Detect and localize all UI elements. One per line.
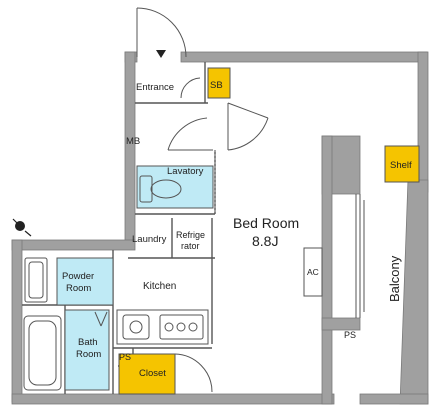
kitchen-counter: [116, 309, 209, 345]
ps-right-label: PS: [344, 330, 356, 340]
bath-divider: [94, 311, 108, 327]
bedroom-name-label: Bed Room: [233, 215, 299, 231]
storage-areas: [118, 67, 420, 395]
bath-room-label-2: Room: [76, 349, 101, 360]
lavatory-label: Lavatory: [167, 166, 204, 177]
closet-label: Closet: [139, 368, 166, 379]
balcony-window: [355, 194, 365, 318]
balcony-label: Balcony: [387, 255, 402, 302]
powder-room-label-2: Room: [66, 283, 91, 294]
mb-label: MB: [126, 136, 140, 147]
shelf-label: Shelf: [390, 160, 412, 171]
bedroom-size-label: 8.8J: [252, 233, 278, 249]
compass-icon: [12, 218, 32, 237]
sink-icon: [122, 314, 150, 340]
wet-areas: [56, 165, 214, 391]
toilet-icon: [139, 175, 182, 203]
sb-label: SB: [210, 80, 223, 91]
powder-room-label-1: Powder: [62, 271, 94, 282]
stove-icon: [159, 314, 204, 340]
walls: [11, 51, 429, 405]
bath-room-label-1: Bath: [78, 337, 98, 348]
refrigerator-label-1: Refrige: [176, 230, 205, 240]
sink-icon: [24, 257, 48, 303]
entrance-arrow-icon: [156, 50, 166, 58]
ac-unit: [303, 247, 323, 297]
bathtub-icon: [23, 315, 62, 391]
ac-label: AC: [307, 267, 319, 277]
ps-left-label: PS: [119, 352, 131, 362]
refrigerator-label-2: rator: [181, 241, 200, 251]
door-swings: [65, 7, 269, 393]
laundry-label: Laundry: [132, 234, 167, 245]
kitchen-label: Kitchen: [143, 281, 176, 292]
entrance-label: Entrance: [136, 82, 174, 93]
